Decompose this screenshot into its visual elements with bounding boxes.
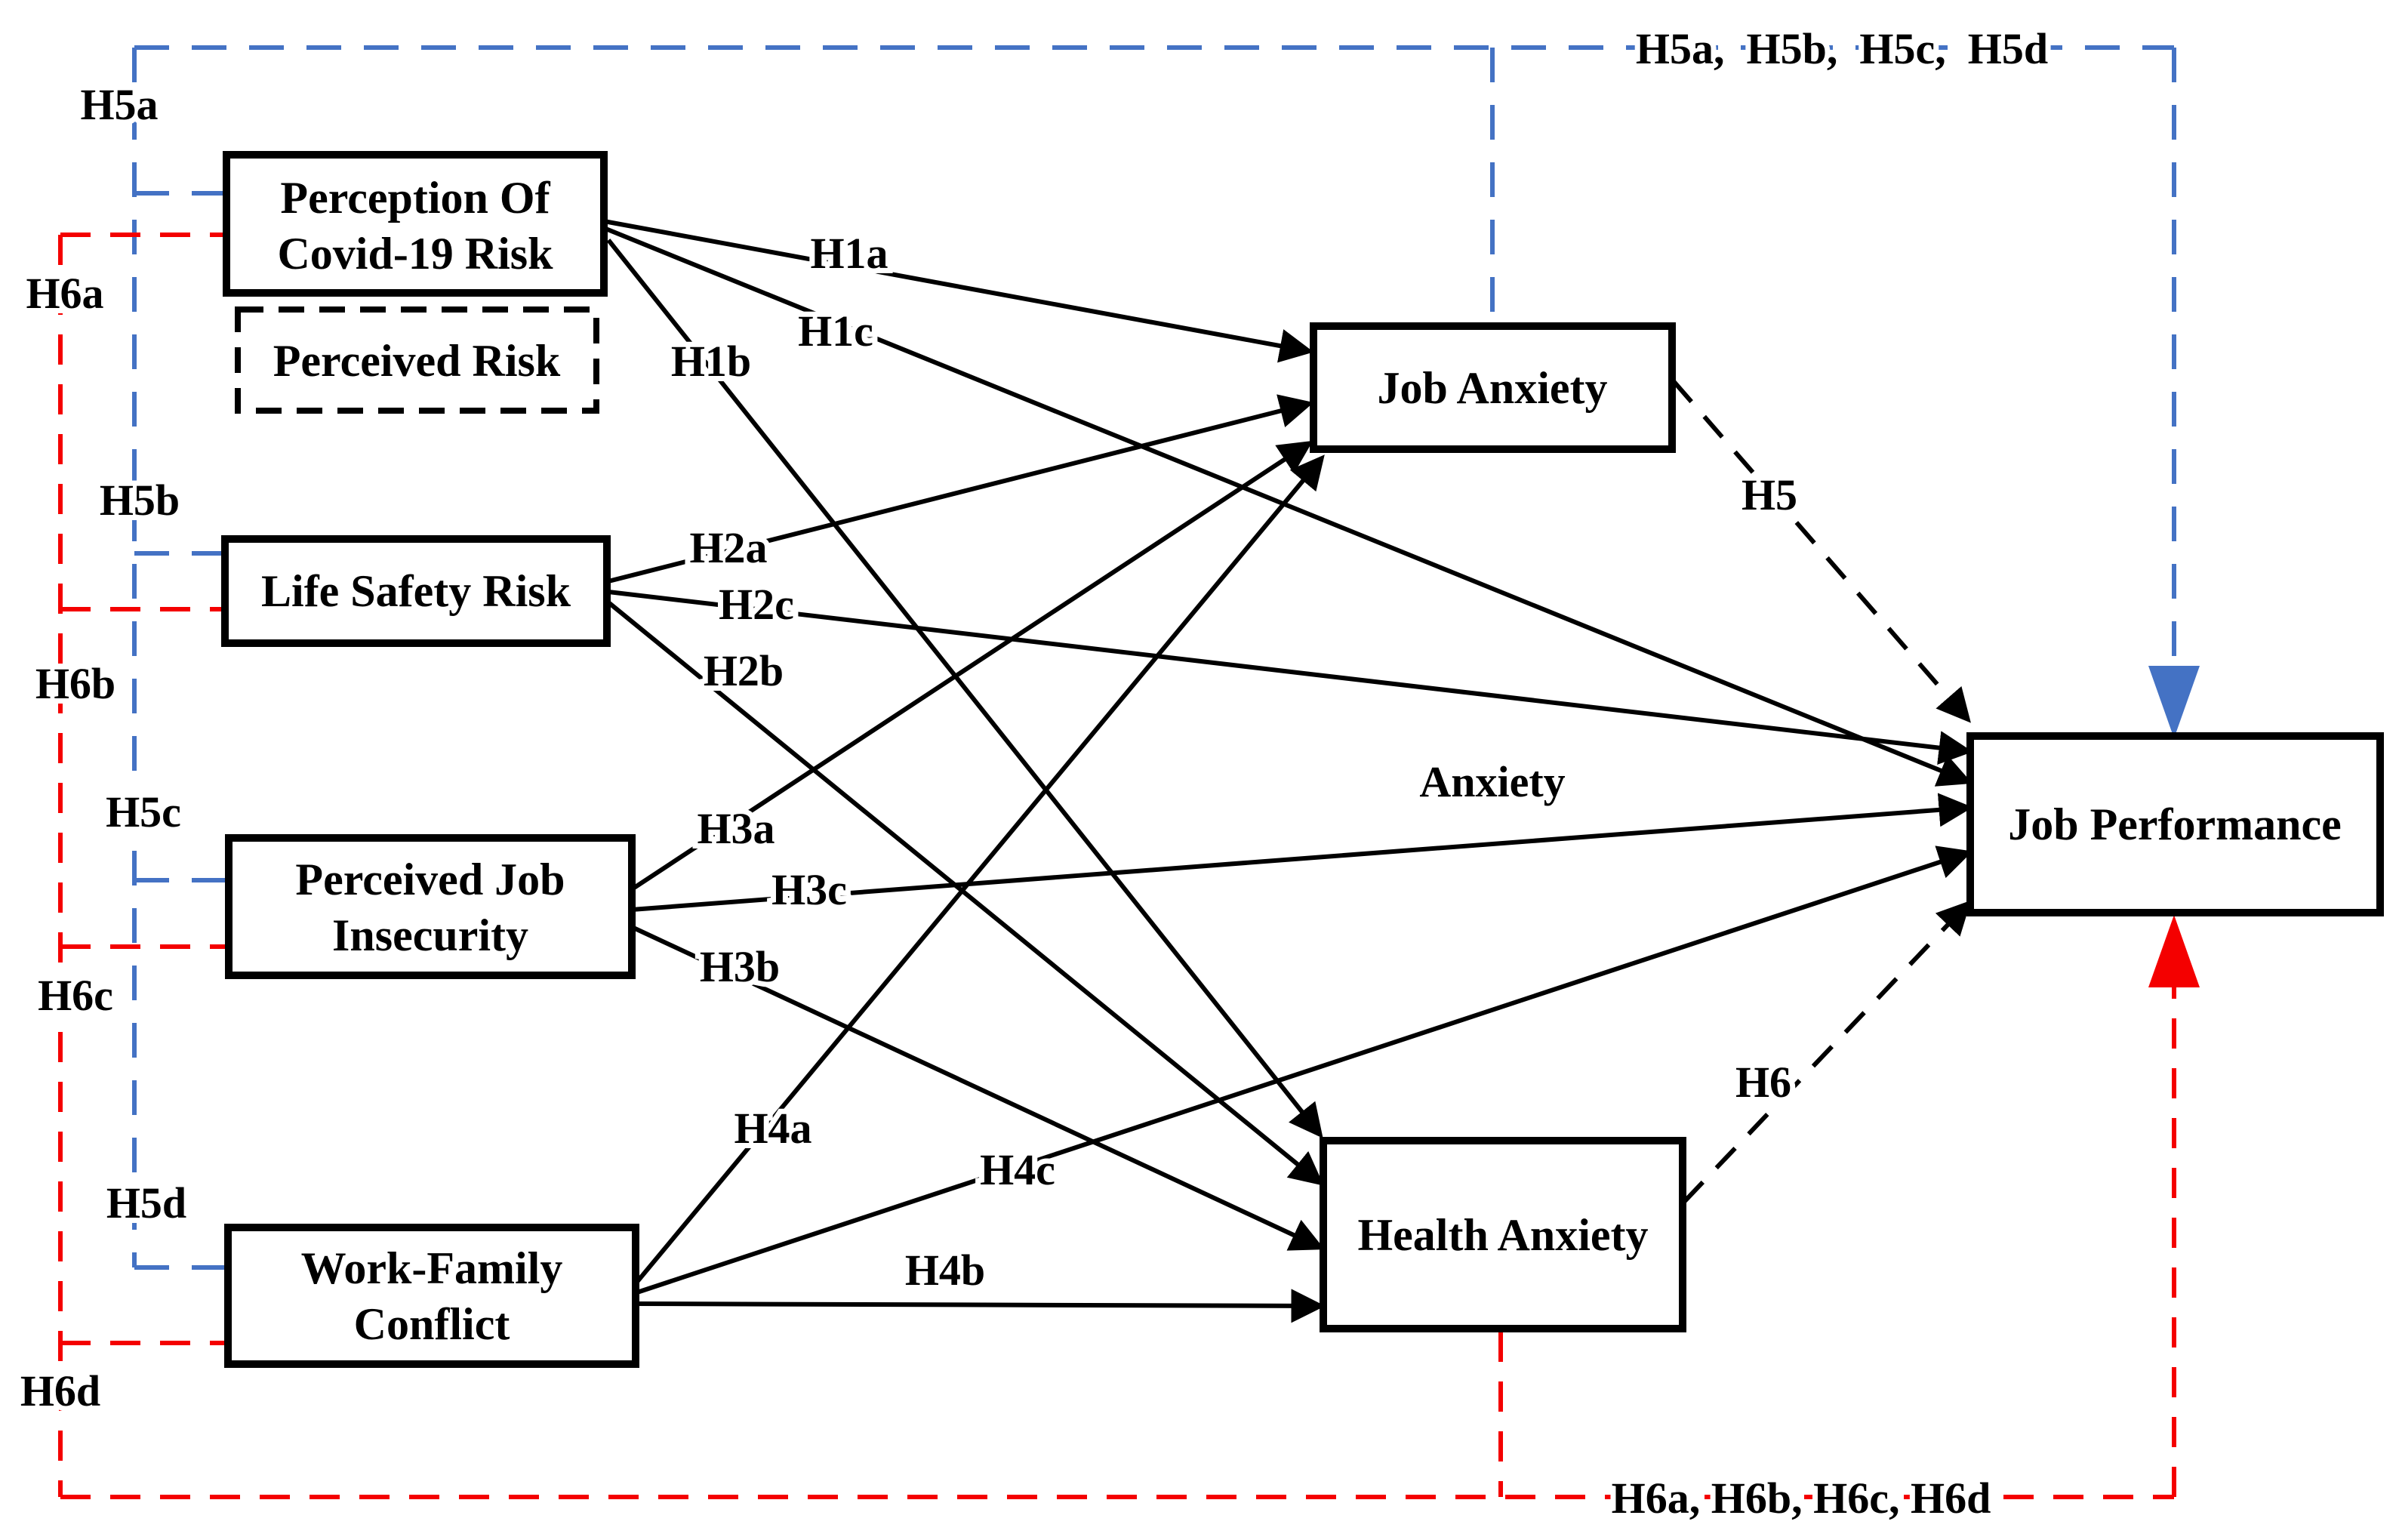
mediation-guide-network [132, 45, 2176, 1270]
arrow-h4c [636, 845, 1973, 1295]
perceived-risk-box [235, 306, 599, 414]
label-h1a: H1a [810, 229, 888, 278]
work-family-label-line1: Work-Family [301, 1243, 563, 1293]
construct-boxes [221, 151, 2384, 1368]
label-h5d: H5d [106, 1178, 186, 1227]
label-h6d: H6d [20, 1366, 100, 1415]
perception-label-line2: Covid-19 Risk [277, 229, 553, 279]
arrow-h3c [631, 793, 1973, 912]
label-h4c: H4c [980, 1145, 1055, 1194]
label-h5-group: H5a, H5b, H5c, H5d [1636, 24, 2048, 73]
work-family-label-line2: Conflict [354, 1299, 510, 1349]
life-safety-label: Life Safety Risk [261, 566, 571, 616]
path-labels: H1a H1c H1b H2a H2c H2b H3a H3c H3b H4a … [15, 19, 2053, 1528]
label-h5c: H5c [106, 787, 181, 836]
label-h6c: H6c [38, 971, 113, 1020]
life-safety-box [221, 535, 611, 647]
label-h6-group: H6a, H6b, H6c, H6d [1612, 1474, 1991, 1523]
label-h4b: H4b [905, 1246, 985, 1295]
arrow-h1b [606, 239, 1323, 1138]
arrow-h1a [603, 219, 1314, 363]
label-h6b: H6b [35, 659, 115, 708]
job-performance-label: Job Performance [2008, 799, 2342, 849]
label-anxiety: Anxiety [1419, 757, 1565, 806]
moderation-guide-network [58, 233, 2176, 1499]
perceived-risk-label: Perceived Risk [273, 336, 561, 386]
arrow-h3a [630, 440, 1313, 892]
hypothesis-arrows [602, 219, 1973, 1323]
label-h2b: H2b [704, 646, 784, 695]
work-family-box [224, 1224, 639, 1368]
job-insecurity-label-line2: Insecurity [332, 910, 528, 960]
label-h4a: H4a [734, 1104, 811, 1153]
arrow-h4a [635, 454, 1325, 1283]
label-h2c: H2c [719, 580, 794, 629]
job-insecurity-label-line1: Perceived Job [295, 855, 565, 904]
label-h3a: H3a [697, 804, 775, 853]
job-insecurity-box [225, 834, 636, 979]
red-arrowhead-icon [2148, 915, 2200, 987]
health-anxiety-label: Health Anxiety [1358, 1210, 1649, 1260]
arrow-h3b [630, 925, 1325, 1251]
arrow-h4b [636, 1289, 1326, 1323]
label-h5b: H5b [100, 476, 180, 525]
label-h3c: H3c [771, 865, 847, 914]
label-h1b: H1b [671, 337, 751, 386]
arrow-h2c [608, 590, 1973, 765]
arrow-h2b [607, 600, 1324, 1186]
label-h6: H6 [1735, 1058, 1791, 1107]
label-h5: H5 [1742, 470, 1797, 519]
label-h2a: H2a [689, 523, 767, 572]
job-performance-box [1966, 732, 2384, 916]
label-h5a: H5a [80, 80, 158, 129]
blue-arrowhead-icon [2148, 666, 2200, 738]
perception-label-line1: Perception Of [280, 173, 550, 223]
perception-box [223, 151, 608, 297]
job-anxiety-label: Job Anxiety [1377, 363, 1607, 413]
job-anxiety-box [1310, 322, 1676, 453]
construct-labels: Perception Of Covid-19 Risk Perceived Ri… [261, 173, 2342, 1349]
arrow-h5-mediation [1671, 380, 1971, 723]
arrow-h2a [608, 394, 1314, 584]
label-h3b: H3b [700, 942, 780, 991]
label-h1c: H1c [798, 306, 873, 356]
health-anxiety-box [1320, 1137, 1686, 1332]
label-h6a: H6a [26, 269, 103, 318]
arrow-h6-mediation [1682, 900, 1972, 1204]
